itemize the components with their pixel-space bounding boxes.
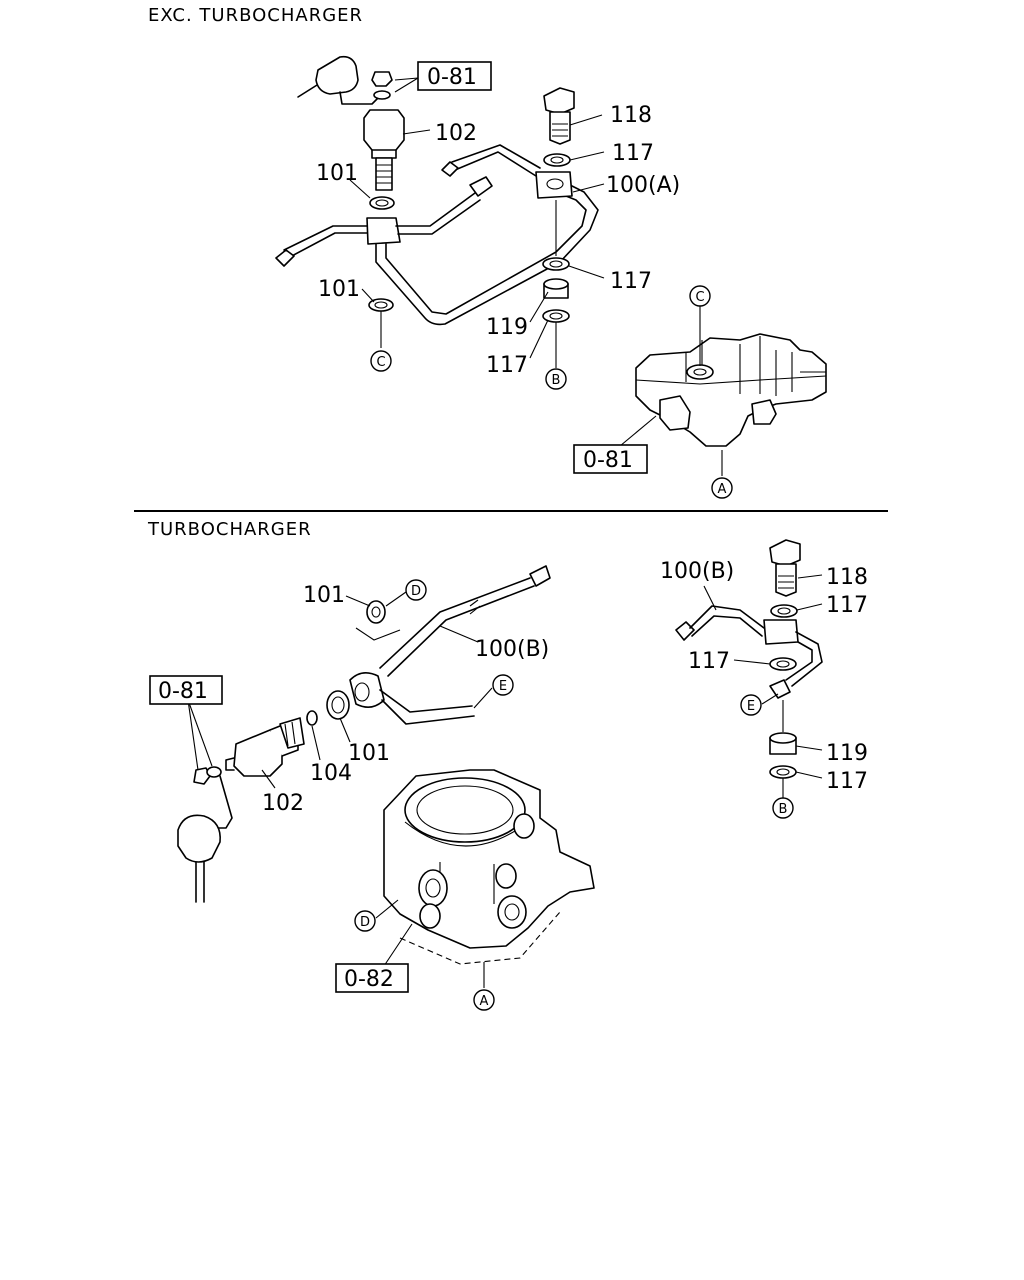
washer-101-bottom bbox=[326, 690, 350, 720]
sender-unit-102-bottom bbox=[225, 717, 305, 777]
circle-ref-b-top bbox=[545, 368, 567, 390]
circle-ref-d-lower-label: D bbox=[360, 915, 370, 930]
ref-081-bottom-label: 0-81 bbox=[158, 679, 208, 704]
circle-ref-a-bottom-label: A bbox=[480, 994, 489, 1009]
circle-ref-b-bottom-label: B bbox=[779, 802, 788, 817]
section-title-exc-turbocharger: EXC. TURBOCHARGER bbox=[148, 5, 363, 26]
label-119-bottom: 119 bbox=[826, 741, 868, 766]
pipe-100b-left bbox=[349, 565, 551, 725]
washer-117-right-upper bbox=[770, 604, 798, 618]
eye-bolt-118 bbox=[543, 87, 575, 145]
circle-ref-c-left bbox=[370, 350, 392, 372]
circle-ref-b-bottom bbox=[772, 797, 794, 819]
top-sender-unit bbox=[297, 55, 405, 191]
section-title-turbocharger: TURBOCHARGER bbox=[147, 519, 312, 540]
filter-head-top bbox=[635, 333, 827, 447]
label-117-top-a: 117 bbox=[612, 141, 654, 166]
label-102-top: 102 bbox=[435, 121, 477, 146]
ref-081-top-label: 0-81 bbox=[427, 65, 477, 90]
washer-117-upper bbox=[543, 153, 571, 167]
label-100a: 100(A) bbox=[606, 173, 680, 198]
circle-ref-e-left-label: E bbox=[499, 679, 507, 694]
circle-ref-e-right bbox=[740, 694, 762, 716]
label-117-top-c: 117 bbox=[486, 353, 528, 378]
circle-ref-c-right bbox=[689, 285, 711, 307]
washer-117-lower bbox=[542, 309, 570, 323]
pipe-100b-right bbox=[675, 605, 823, 699]
circle-ref-c-right-label: C bbox=[695, 290, 704, 305]
circle-ref-d-upper bbox=[405, 579, 427, 601]
ref-box-081-top bbox=[417, 61, 492, 91]
circle-ref-e-left bbox=[492, 674, 514, 696]
connector-assembly-bottom bbox=[177, 766, 233, 903]
circle-ref-d-lower bbox=[354, 910, 376, 932]
label-101-bottom-b: 101 bbox=[348, 741, 390, 766]
circle-ref-c-left-label: C bbox=[376, 355, 385, 370]
label-104: 104 bbox=[310, 761, 352, 786]
washer-117-right-middle bbox=[769, 657, 797, 671]
label-117-bottom-b: 117 bbox=[688, 649, 730, 674]
label-119-top: 119 bbox=[486, 315, 528, 340]
label-101-top-b: 101 bbox=[318, 277, 360, 302]
ref-082-bottom-label: 0-82 bbox=[344, 967, 394, 992]
label-117-top-b: 117 bbox=[610, 269, 652, 294]
label-101-bottom-a: 101 bbox=[303, 583, 345, 608]
washer-117-right-lower bbox=[769, 765, 797, 779]
circle-ref-a-top bbox=[711, 477, 733, 499]
label-117-bottom-a: 117 bbox=[826, 593, 868, 618]
eye-bolt-118-right bbox=[769, 539, 801, 597]
label-100b-right: 100(B) bbox=[660, 559, 734, 584]
circle-ref-b-top-label: B bbox=[552, 373, 561, 388]
washer-101-bottom-upper bbox=[366, 600, 386, 624]
circle-ref-e-right-label: E bbox=[747, 699, 755, 714]
label-118-bottom: 118 bbox=[826, 565, 868, 590]
label-118-top: 118 bbox=[610, 103, 652, 128]
label-102-bottom: 102 bbox=[262, 791, 304, 816]
circle-ref-a-top-label: A bbox=[718, 482, 727, 497]
label-101-top-a: 101 bbox=[316, 161, 358, 186]
label-100b-left: 100(B) bbox=[475, 637, 549, 662]
ref-box-081-top-lower bbox=[573, 444, 648, 474]
washer-117-middle bbox=[542, 257, 570, 271]
label-117-bottom-c: 117 bbox=[826, 769, 868, 794]
washer-101-upper bbox=[369, 196, 395, 210]
circle-ref-d-upper-label: D bbox=[411, 584, 421, 599]
ref-081-top-lower-label: 0-81 bbox=[583, 448, 633, 473]
filter-head-bottom bbox=[383, 769, 595, 965]
o-ring-104 bbox=[306, 710, 318, 726]
ref-box-081-bottom bbox=[149, 675, 223, 705]
ref-box-082-bottom bbox=[335, 963, 409, 993]
circle-ref-a-bottom bbox=[473, 989, 495, 1011]
